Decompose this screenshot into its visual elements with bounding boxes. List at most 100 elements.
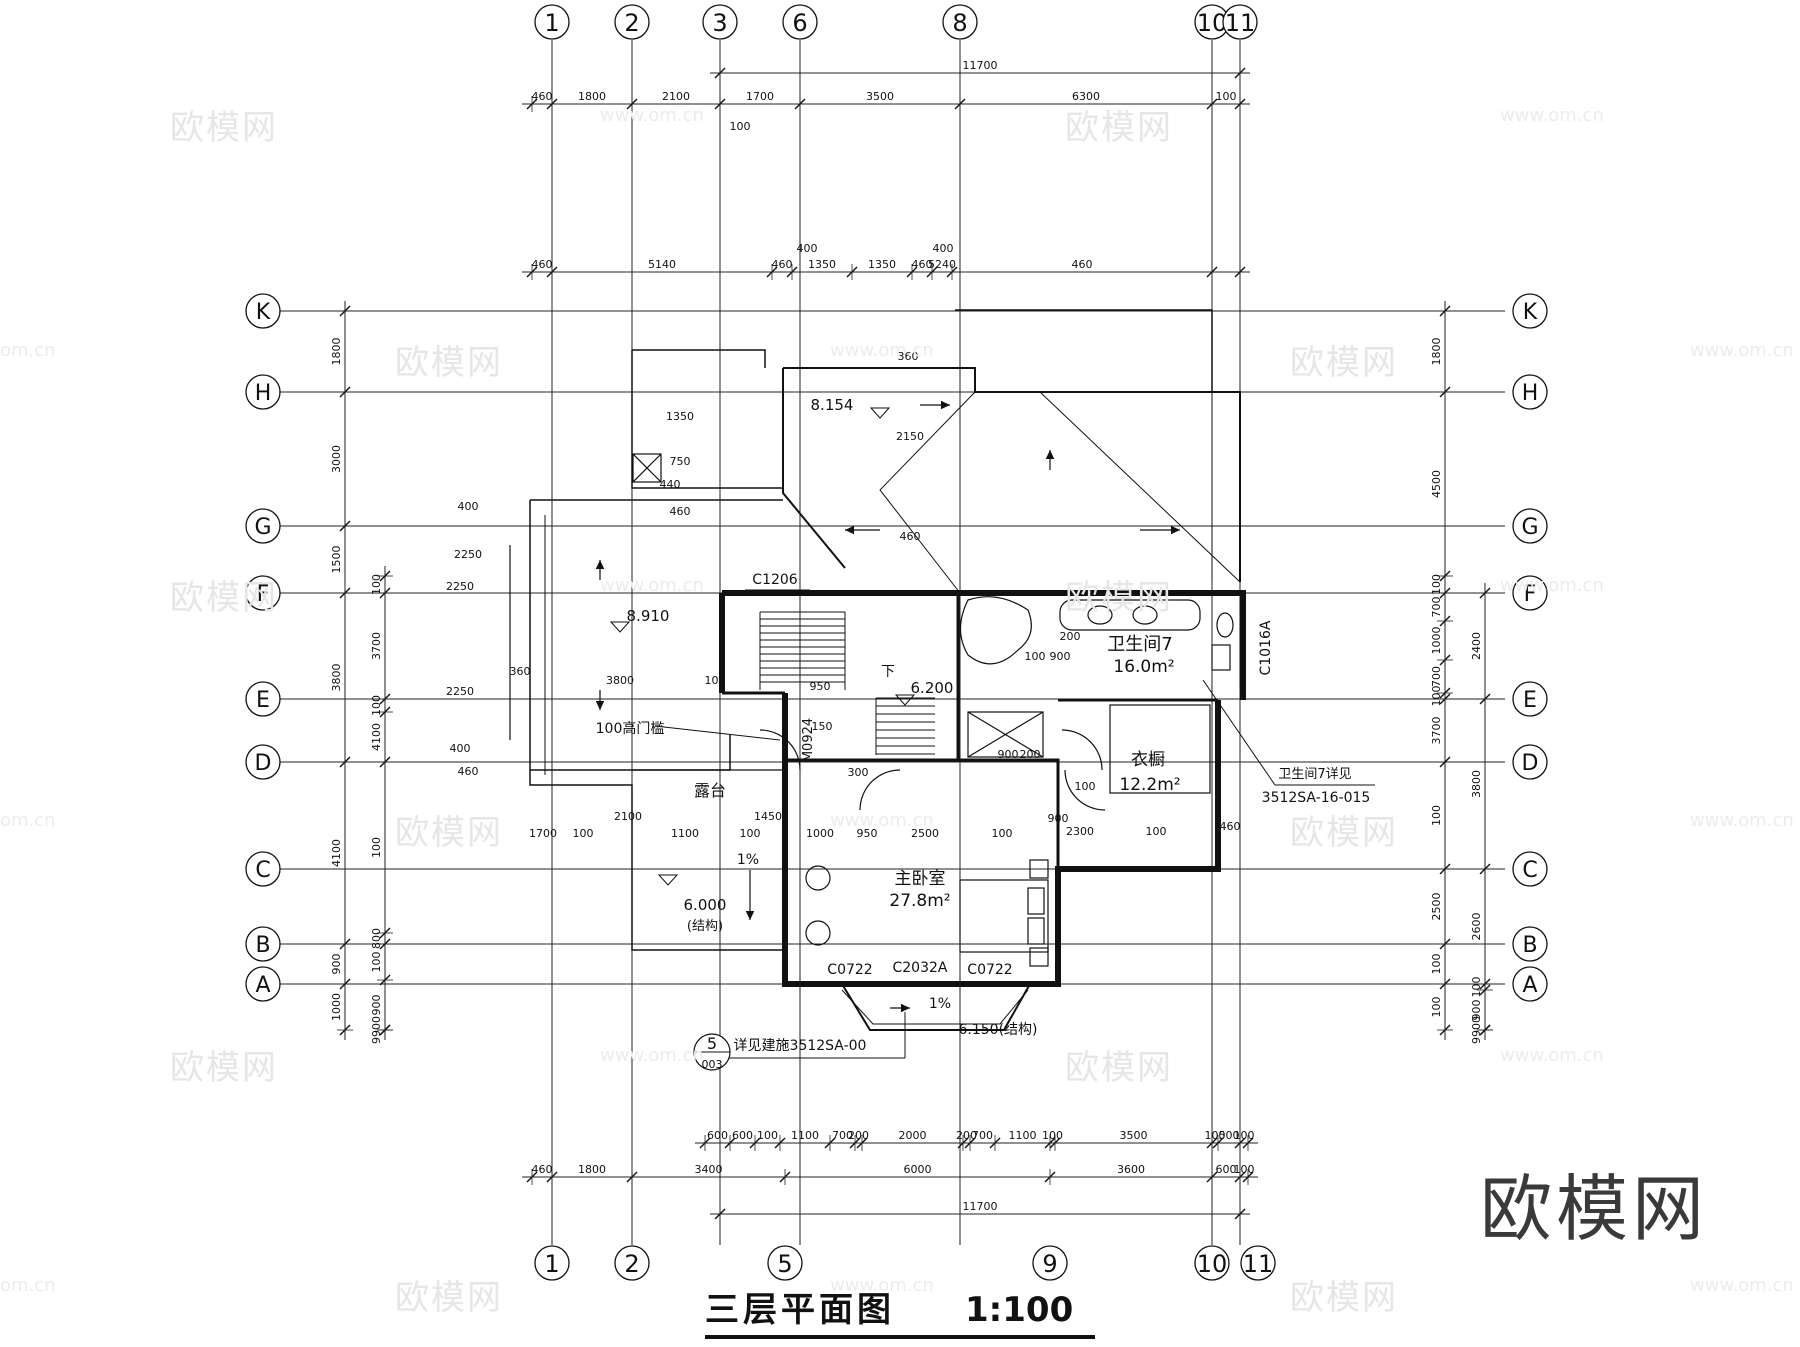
axis-bubble [1512, 508, 1548, 544]
axis-bubble [245, 966, 281, 1002]
dim-label: 11700 [963, 1200, 998, 1213]
dim-label: 6000 [904, 1163, 932, 1176]
bay-window-inner [841, 989, 1029, 1025]
axis-label: E [256, 688, 270, 713]
axis-label: 11 [1243, 1250, 1274, 1278]
dim-label: 3800 [606, 674, 634, 687]
dim-label: 100 [757, 1129, 778, 1142]
walls [509, 309, 1246, 1031]
slope-arrow-head [940, 400, 950, 410]
dim-label: 100 [370, 574, 383, 595]
slope-arrow-head [1170, 525, 1180, 535]
axis-label: F [1524, 582, 1537, 607]
axis-label: D [255, 751, 272, 776]
dim-label: 1800 [578, 1163, 606, 1176]
dim-label: 460 [532, 90, 553, 103]
axis-bubble [1512, 293, 1548, 329]
dim-label: 100 [1430, 954, 1443, 975]
dim-label: 1350 [808, 258, 836, 271]
brand-logo: 欧模网 [1479, 1167, 1708, 1251]
dim-label: 2250 [446, 580, 474, 593]
armchair [805, 865, 831, 891]
elevation-marker [869, 407, 891, 419]
bathtub [959, 596, 1032, 665]
dim-label: 100 [1470, 977, 1483, 998]
axis-bubble [245, 926, 281, 962]
axis-bubble [1240, 1245, 1276, 1281]
axis-bubble [1512, 575, 1548, 611]
dim-label: 400 [458, 500, 479, 513]
dim-label: 460 [772, 258, 793, 271]
label-win-c0722-left: C0722 [827, 962, 872, 978]
elevation-marker [657, 874, 679, 886]
axis-label: C [1522, 858, 1537, 883]
label-elev-roof: 8.154 [811, 396, 854, 414]
dim-label: 460 [900, 530, 921, 543]
dim-label: 200 [956, 1129, 977, 1142]
axis-label: 8 [952, 9, 967, 37]
dim-label: 4100 [370, 723, 383, 751]
dim-label: 500 [1219, 1129, 1240, 1142]
dim-label: 3500 [866, 90, 894, 103]
label-door-sill: 100高门槛 [596, 720, 665, 737]
shower [967, 711, 1044, 758]
dim-label: 400 [933, 242, 954, 255]
dim-label: 1800 [1430, 338, 1443, 366]
axis-bubble [1512, 681, 1548, 717]
exterior-wall-north [722, 590, 1246, 700]
axis-bubble [1222, 4, 1258, 40]
axis-bubble [534, 1245, 570, 1281]
dim-label: 100 [1025, 650, 1046, 663]
dim-label: 3400 [695, 1163, 723, 1176]
dim-label: 1000 [806, 827, 834, 840]
roof-stair-outline [632, 349, 766, 368]
axis-bubble [1512, 851, 1548, 887]
door-swing [1064, 769, 1106, 811]
dim-label: 1000 [330, 993, 343, 1021]
dim-label: 460 [1220, 820, 1241, 833]
dim-label: 11700 [963, 59, 998, 72]
dim-label: 100 [730, 120, 751, 133]
dim-label: 460 [532, 1163, 553, 1176]
axis-bubble [614, 1245, 650, 1281]
dim-label: 2100 [662, 90, 690, 103]
label-bath-detail-ref: 3512SA-16-015 [1262, 790, 1371, 806]
dim-label: 1500 [330, 546, 343, 574]
dim-label: 1100 [791, 1129, 819, 1142]
nightstand [1029, 947, 1049, 967]
axis-label: 2 [624, 9, 639, 37]
dim-label: 200 [848, 1129, 869, 1142]
axis-bubble [245, 851, 281, 887]
label-slope: 1% [737, 852, 759, 868]
dim-label: 2300 [1066, 825, 1094, 838]
dim-label: 100 [1146, 825, 1167, 838]
axis-label: H [255, 381, 272, 406]
dim-label: 9900 [370, 1016, 383, 1044]
axis-label: 10 [1197, 9, 1228, 37]
dim-label: 2250 [446, 685, 474, 698]
dim-label: 900 [1470, 1000, 1483, 1021]
label-master-name: 主卧室 [895, 869, 946, 889]
door-swing [1061, 729, 1103, 771]
axis-label: A [255, 973, 270, 998]
axis-label: C [255, 858, 270, 883]
dim-label: 600 [1216, 1163, 1237, 1176]
axis-bubble [767, 1245, 803, 1281]
axis-bubble [1512, 966, 1548, 1002]
label-bath-area: 16.0m² [1113, 657, 1174, 677]
label-bath-name: 卫生间7 [1107, 634, 1172, 655]
dim-label: 900 [370, 995, 383, 1016]
label-win-c2032a: C2032A [893, 960, 948, 976]
label-detail-num: 5 [707, 1034, 717, 1053]
dim-label: 360 [510, 665, 531, 678]
dim-label: 3500 [1120, 1129, 1148, 1142]
axis-label: 9 [1042, 1250, 1057, 1278]
axis-bubble [1512, 926, 1548, 962]
slope-arrow-head [900, 1003, 910, 1013]
label-bath-detail: 卫生间7详见 [1278, 767, 1351, 782]
bidet [1211, 644, 1231, 671]
dim-label: 460 [532, 258, 553, 271]
axis-label: F [257, 582, 270, 607]
dim-label: 200 [1020, 748, 1041, 761]
